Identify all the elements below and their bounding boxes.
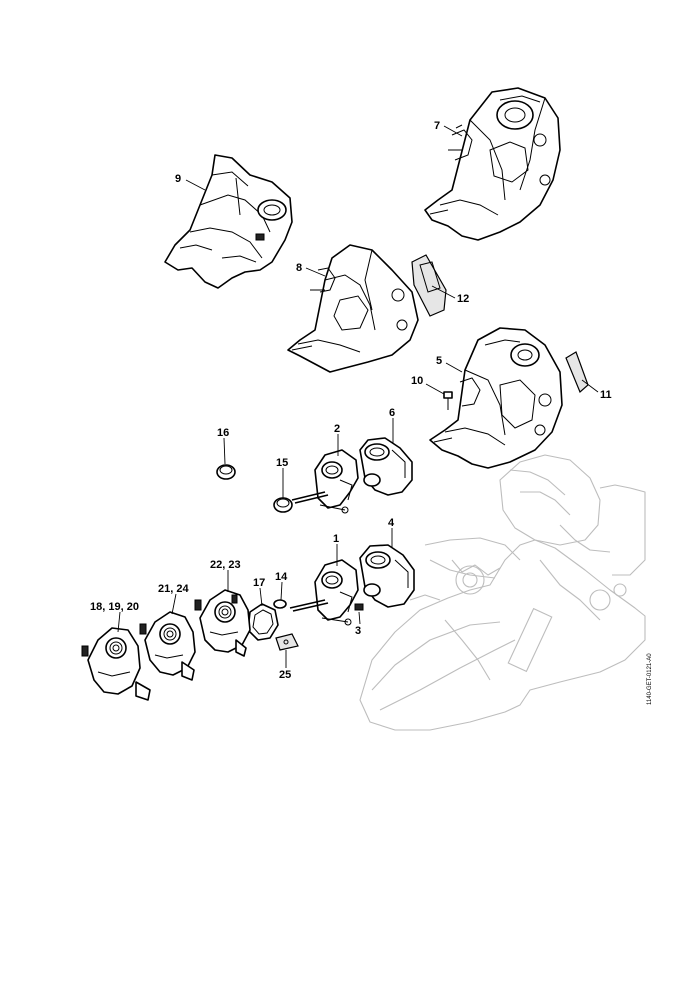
part-gasket-17 [247, 603, 279, 641]
part-ring-15 [273, 497, 293, 513]
part-strip-11 [565, 351, 589, 394]
callout-10: 10 [411, 375, 423, 387]
callout-5: 5 [436, 355, 442, 367]
part-carburetor-22-23 [194, 589, 251, 657]
callout-labels: 9 7 8 12 5 10 11 16 2 6 15 1 4 22, 23 21… [90, 120, 612, 681]
callout-17: 17 [253, 577, 265, 589]
part-nut-3 [354, 603, 364, 611]
part-flange-2 [291, 449, 359, 514]
part-carburetor-18-19-20 [81, 627, 151, 701]
callout-12: 12 [457, 293, 469, 305]
part-tank-housing-9 [164, 154, 293, 289]
part-bracket-25 [275, 633, 299, 651]
callout-4: 4 [388, 517, 395, 529]
callout-18-19-20: 18, 19, 20 [90, 601, 139, 613]
part-ring-14 [273, 599, 287, 609]
callout-7: 7 [434, 120, 440, 132]
part-ring-16 [216, 464, 236, 480]
callout-11: 11 [600, 389, 612, 401]
chainsaw-body-ghost [359, 454, 646, 731]
callout-21-24: 21, 24 [158, 583, 189, 595]
callout-3: 3 [355, 625, 361, 637]
part-crankcase-5 [429, 327, 563, 469]
part-manifold-6 [359, 437, 413, 496]
part-carburetor-21-24 [139, 611, 196, 681]
callout-14: 14 [275, 571, 288, 583]
document-id: 1140-GET-0121-A0 [647, 653, 653, 705]
callout-22-23: 22, 23 [210, 559, 241, 571]
callout-25: 25 [279, 669, 291, 681]
part-crankcase-7 [424, 87, 561, 241]
callout-16: 16 [217, 427, 229, 439]
callout-15: 15 [276, 457, 288, 469]
leader-lines [117, 125, 599, 668]
callout-1: 1 [333, 533, 339, 545]
callout-9: 9 [175, 173, 181, 185]
part-crankcase-8 [287, 244, 419, 373]
callout-6: 6 [389, 407, 395, 419]
callout-8: 8 [296, 262, 302, 274]
part-flange-1 [289, 559, 359, 626]
part-manifold-4 [359, 544, 415, 608]
part-screw-10 [443, 391, 453, 410]
callout-2: 2 [334, 423, 340, 435]
part-plate-12 [411, 254, 447, 317]
